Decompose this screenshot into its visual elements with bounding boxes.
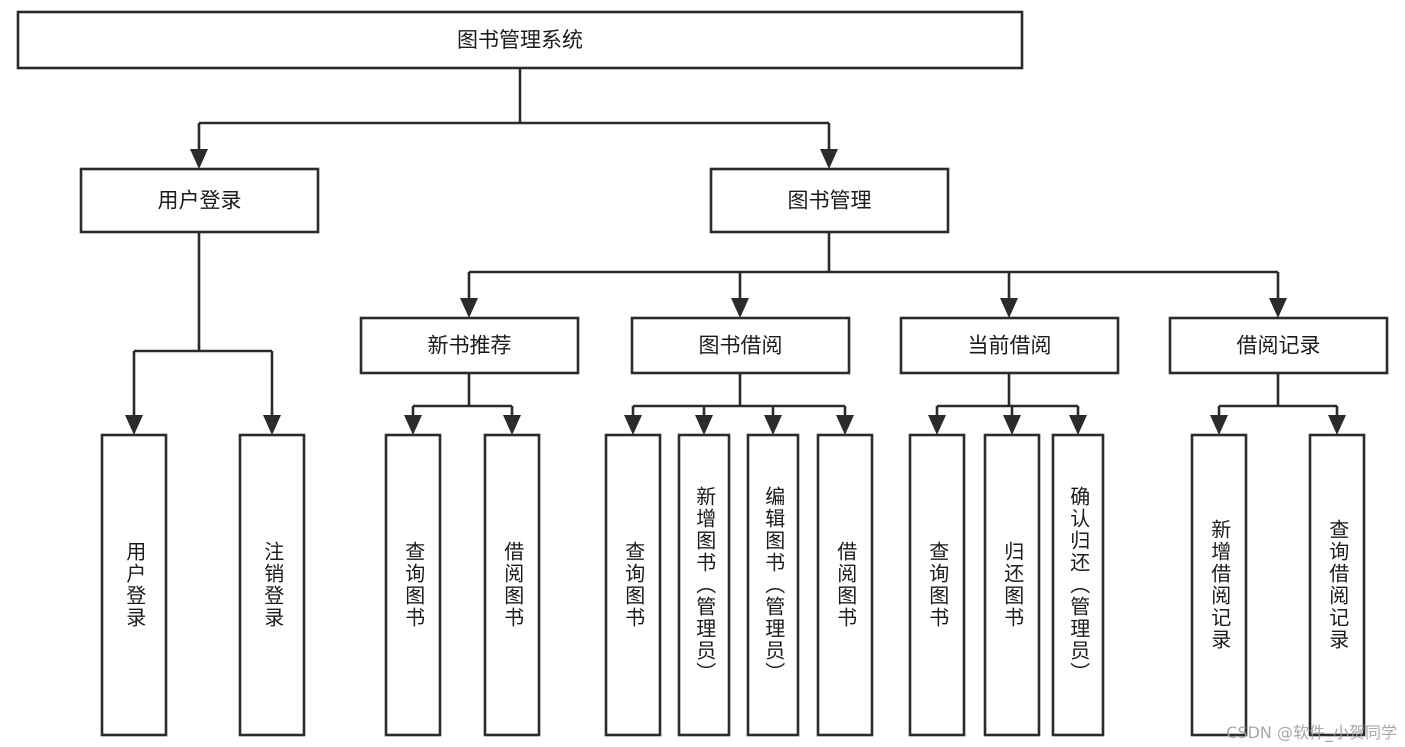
leaf-node-用户登录[interactable] — [100, 433, 168, 737]
arrow-head-icon — [1069, 415, 1087, 435]
level3-node-当前借阅[interactable]: 当前借阅 — [899, 316, 1120, 375]
node-label: 新书推荐 — [428, 334, 512, 358]
leaf-node-查询图书[interactable] — [384, 433, 442, 737]
node-label: 用户登录 — [158, 189, 242, 213]
node-box[interactable] — [908, 433, 966, 737]
node-box[interactable] — [238, 433, 306, 737]
connector-login-to-leaves — [125, 232, 281, 435]
arrow-head-icon — [1000, 298, 1018, 318]
level2-node-图书管理[interactable]: 图书管理 — [709, 167, 950, 234]
node-label: 图书管理系统 — [457, 28, 583, 52]
node-box[interactable] — [677, 433, 731, 737]
arrow-head-icon — [731, 298, 749, 318]
leaf-node-查询图书[interactable] — [604, 433, 662, 737]
node-box[interactable] — [483, 433, 541, 737]
connector-current-to-leaves — [928, 373, 1087, 435]
node-box[interactable] — [709, 167, 950, 234]
node-box[interactable] — [1168, 316, 1389, 375]
arrow-head-icon — [764, 415, 782, 435]
arrow-head-icon — [1328, 415, 1346, 435]
arrow-head-icon — [820, 149, 838, 169]
leaf-node-归还图书[interactable] — [983, 433, 1041, 737]
arrow-head-icon — [460, 298, 478, 318]
node-box[interactable] — [100, 433, 168, 737]
connector-borrow-to-leaves — [624, 373, 854, 435]
leaf-node-查询借阅记录[interactable] — [1308, 433, 1366, 737]
arrow-head-icon — [503, 415, 521, 435]
node-box[interactable] — [1051, 433, 1105, 737]
node-box[interactable] — [816, 433, 874, 737]
leaf-node-查询图书[interactable] — [908, 433, 966, 737]
arrow-head-icon — [928, 415, 946, 435]
arrow-head-icon — [836, 415, 854, 435]
leaf-node-借阅图书[interactable] — [816, 433, 874, 737]
arrow-head-icon — [404, 415, 422, 435]
level2-node-用户登录[interactable]: 用户登录 — [79, 167, 320, 234]
arrow-head-icon — [1269, 298, 1287, 318]
node-box[interactable] — [1190, 433, 1248, 737]
node-box[interactable] — [1308, 433, 1366, 737]
node-box[interactable] — [79, 167, 320, 234]
node-label: 图书借阅 — [699, 334, 783, 358]
arrow-head-icon — [695, 415, 713, 435]
node-box[interactable] — [384, 433, 442, 737]
level3-node-新书推荐[interactable]: 新书推荐 — [359, 316, 580, 375]
node-label: 图书管理 — [788, 189, 872, 213]
node-box[interactable] — [983, 433, 1041, 737]
node-box[interactable] — [746, 433, 800, 737]
node-box[interactable] — [16, 10, 1024, 70]
node-label: 借阅记录 — [1237, 334, 1321, 358]
connector-recommend-to-leaves — [404, 373, 521, 435]
leaf-node-确认归还管理员[interactable] — [1051, 433, 1105, 737]
arrow-head-icon — [125, 415, 143, 435]
arrow-head-icon — [1003, 415, 1021, 435]
leaf-node-新增图书管理员[interactable] — [677, 433, 731, 737]
leaf-node-编辑图书管理员[interactable] — [746, 433, 800, 737]
node-box[interactable] — [604, 433, 662, 737]
arrow-head-icon — [263, 415, 281, 435]
arrow-head-icon — [624, 415, 642, 435]
csdn-watermark: CSDN @软件_小贺同学 — [1226, 723, 1397, 742]
leaf-node-注销登录[interactable] — [238, 433, 306, 737]
node-box[interactable] — [630, 316, 851, 375]
node-box[interactable] — [899, 316, 1120, 375]
leaf-node-新增借阅记录[interactable] — [1190, 433, 1248, 737]
node-box[interactable] — [359, 316, 580, 375]
node-label: 当前借阅 — [968, 334, 1052, 358]
leaf-node-借阅图书[interactable] — [483, 433, 541, 737]
arrow-head-icon — [190, 149, 208, 169]
connector-records-to-leaves — [1210, 373, 1346, 435]
root-node-图书管理系统[interactable]: 图书管理系统 — [16, 10, 1024, 70]
connector-root-to-level2 — [190, 68, 838, 169]
arrow-head-icon — [1210, 415, 1228, 435]
level3-node-借阅记录[interactable]: 借阅记录 — [1168, 316, 1389, 375]
level3-node-图书借阅[interactable]: 图书借阅 — [630, 316, 851, 375]
connector-books-to-level3 — [460, 232, 1287, 318]
